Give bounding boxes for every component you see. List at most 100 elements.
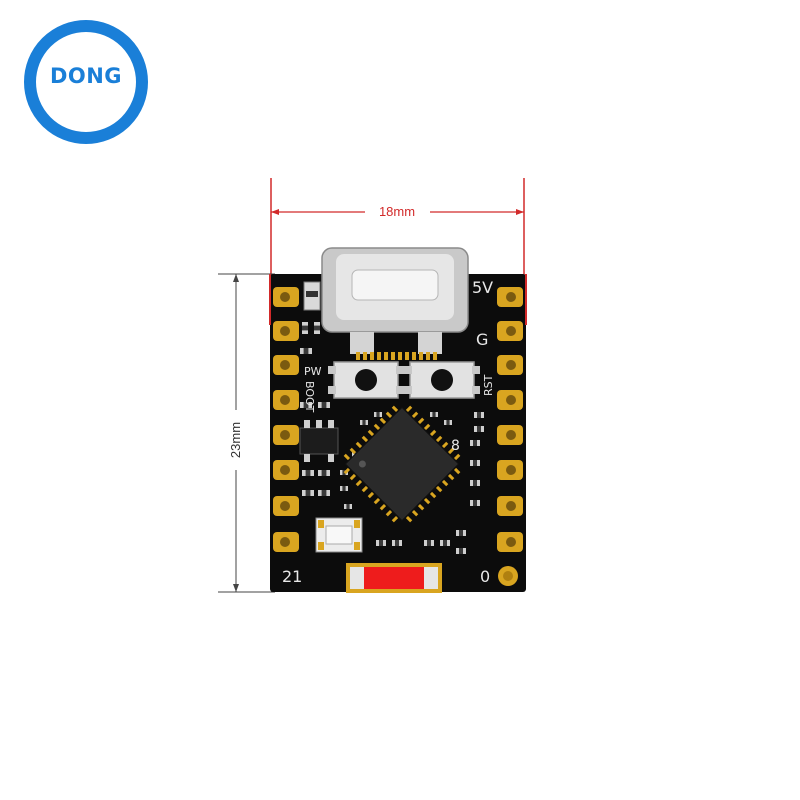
smd-part bbox=[300, 348, 312, 354]
silk-boot: BOOT bbox=[303, 381, 316, 413]
usb-pin bbox=[363, 352, 367, 360]
smd-part bbox=[376, 540, 386, 546]
corner-pad bbox=[498, 566, 518, 586]
smd-part bbox=[340, 470, 348, 475]
smd-part bbox=[300, 402, 312, 408]
usb-pin bbox=[398, 352, 402, 360]
usb-pin bbox=[412, 352, 416, 360]
smd-part bbox=[474, 426, 484, 432]
chip-pin bbox=[343, 453, 351, 461]
chip-pin bbox=[423, 497, 431, 505]
smd-part bbox=[470, 460, 480, 466]
smd-part bbox=[318, 490, 330, 496]
right-pad bbox=[497, 496, 523, 516]
smd-part bbox=[470, 480, 480, 486]
usb-c-connector bbox=[321, 247, 469, 354]
smd-part bbox=[318, 470, 330, 476]
chip-pin bbox=[391, 405, 399, 413]
logo-text: DONG bbox=[49, 64, 123, 88]
right-pad bbox=[497, 460, 523, 480]
chip-pin bbox=[391, 515, 399, 523]
chip-pin bbox=[349, 447, 357, 455]
smd-part bbox=[444, 420, 452, 425]
smd-part bbox=[456, 530, 466, 536]
power-led bbox=[346, 563, 442, 593]
silk-rst: RST bbox=[482, 374, 495, 396]
chip-pin bbox=[355, 441, 363, 449]
chip-pin bbox=[355, 479, 363, 487]
smd-part bbox=[302, 470, 314, 476]
smd-part bbox=[474, 412, 484, 418]
right-pad bbox=[497, 321, 523, 341]
left-pin-header bbox=[273, 287, 299, 552]
silk-5v: 5V bbox=[472, 278, 493, 297]
smd-part bbox=[424, 540, 434, 546]
chip-pin bbox=[447, 447, 455, 455]
silk-21: 21 bbox=[282, 567, 302, 586]
right-pin-header bbox=[497, 287, 523, 552]
right-pad bbox=[497, 287, 523, 307]
left-pad bbox=[273, 425, 299, 445]
chip-pin bbox=[373, 423, 381, 431]
silk-0: 0 bbox=[480, 567, 490, 586]
chip-pin bbox=[343, 467, 351, 475]
chip-pin bbox=[385, 411, 393, 419]
smd-part bbox=[302, 322, 308, 334]
left-pad bbox=[273, 390, 299, 410]
chip-pin bbox=[453, 467, 461, 475]
smd-part bbox=[340, 486, 348, 491]
chip-pin bbox=[361, 485, 369, 493]
usb-pin bbox=[419, 352, 423, 360]
logo-ring bbox=[24, 20, 148, 144]
chip-pin bbox=[367, 429, 375, 437]
smd-part bbox=[440, 540, 450, 546]
boot-button bbox=[328, 361, 404, 399]
chip-pin bbox=[429, 429, 437, 437]
left-pad bbox=[273, 355, 299, 375]
height-label: 23mm bbox=[228, 422, 243, 458]
left-pad bbox=[273, 496, 299, 516]
chip-pin bbox=[405, 405, 413, 413]
smd-part bbox=[318, 402, 330, 408]
chip-pin bbox=[417, 417, 425, 425]
smd-part bbox=[344, 504, 352, 509]
chip-pin bbox=[385, 509, 393, 517]
silk-chip-label: 8 bbox=[451, 438, 460, 454]
smd-part bbox=[470, 500, 480, 506]
smd-part bbox=[392, 540, 402, 546]
right-pad bbox=[497, 355, 523, 375]
chip-pin bbox=[441, 441, 449, 449]
right-pad bbox=[497, 425, 523, 445]
usb-pin bbox=[391, 352, 395, 360]
chip-pin bbox=[417, 503, 425, 511]
usb-pin bbox=[356, 352, 360, 360]
reset-button bbox=[404, 361, 480, 399]
main-chip bbox=[343, 405, 461, 523]
smd-part bbox=[470, 440, 480, 446]
left-pad bbox=[273, 532, 299, 552]
chip-pin bbox=[379, 503, 387, 511]
chip-pin bbox=[373, 497, 381, 505]
chip-pin bbox=[349, 473, 357, 481]
chip-pin bbox=[367, 491, 375, 499]
smd-part bbox=[360, 420, 368, 425]
usb-pin bbox=[405, 352, 409, 360]
usb-pin bbox=[426, 352, 430, 360]
chip-pin bbox=[447, 473, 455, 481]
width-label: 18mm bbox=[379, 204, 415, 219]
chip-pin bbox=[411, 411, 419, 419]
chip-pin bbox=[423, 423, 431, 431]
dong-logo: DONG bbox=[24, 20, 148, 144]
chip-pin bbox=[441, 479, 449, 487]
smd-part bbox=[314, 322, 320, 334]
chip-pin bbox=[411, 509, 419, 517]
usb-pin bbox=[377, 352, 381, 360]
voltage-regulator bbox=[299, 420, 339, 462]
usb-pin bbox=[433, 352, 437, 360]
chip-pin bbox=[429, 491, 437, 499]
silk-pw: PW bbox=[304, 365, 322, 378]
chip-pin bbox=[435, 485, 443, 493]
left-pad bbox=[273, 321, 299, 341]
height-dimension: 23mm bbox=[218, 273, 275, 593]
